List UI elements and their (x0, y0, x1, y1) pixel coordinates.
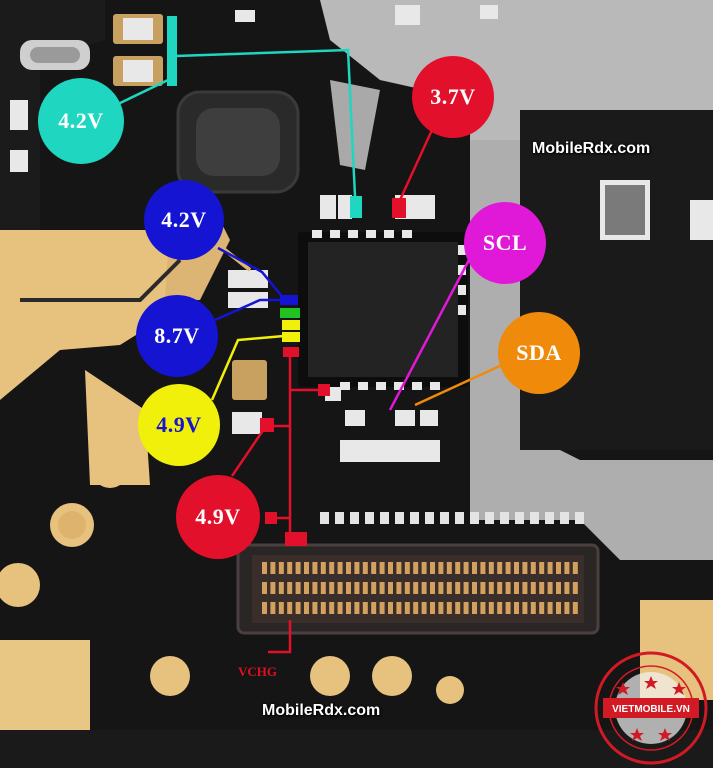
label-4-2v-blue: 4.2V (144, 180, 224, 260)
watermark-top: MobileRdx.com (532, 140, 651, 157)
vietmobile-seal-logo: VIETMOBILE.VN (594, 651, 708, 765)
label-scl: SCL (464, 202, 546, 284)
label-3-7v-red: 3.7V (412, 56, 494, 138)
shield-top (320, 0, 713, 170)
watermark-bottom: MobileRdx.com (262, 702, 381, 719)
label-4-9v-red: 4.9V (176, 475, 260, 559)
label-8-7v-blue: 8.7V (136, 295, 218, 377)
label-4-2v-cyan: 4.2V (38, 78, 124, 164)
seal-brand-text: VIETMOBILE.VN (612, 704, 690, 715)
label-4-9v-yellow: 4.9V (138, 384, 220, 466)
label-sda: SDA (498, 312, 580, 394)
gold-plate-left (0, 230, 185, 400)
label-vchg: VCHG (238, 664, 277, 679)
